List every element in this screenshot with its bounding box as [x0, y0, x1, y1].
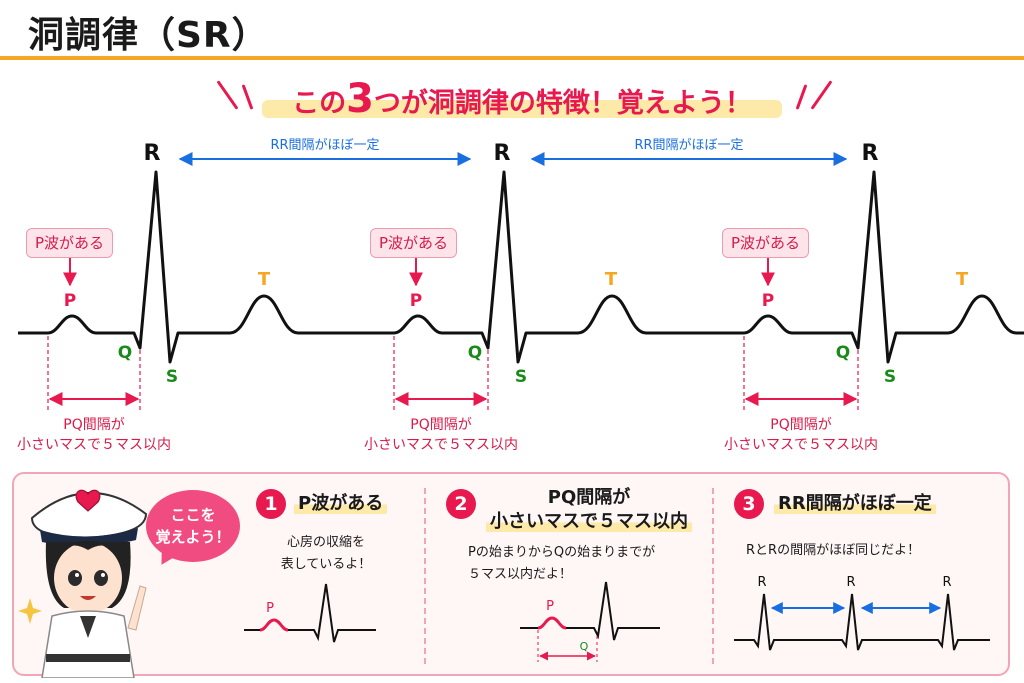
pq-label-1: PQ間隔が小さいマスで５マス以内: [17, 417, 171, 453]
r-label-3: R: [862, 141, 879, 166]
feature-1-number: 1: [256, 489, 286, 519]
burst-line-right-2: [810, 80, 833, 110]
p-label-2: P: [410, 291, 422, 311]
pq-label-3: PQ間隔が小さいマスで５マス以内: [724, 417, 878, 453]
burst-line-left-2: [241, 84, 254, 110]
burst-line-left-1: [216, 80, 239, 110]
svg-text:R: R: [942, 575, 951, 590]
q-label-3: Q: [836, 343, 850, 363]
rr-label-2: RR間隔がほぼ一定: [634, 138, 743, 153]
nurse-character-illustration: [18, 489, 148, 678]
feature-2-ecg: P Q: [520, 581, 660, 662]
r-label-2: R: [494, 141, 511, 166]
headline-pre: この: [292, 88, 347, 119]
section-divider-1: [424, 488, 426, 664]
s-label-3: S: [884, 367, 896, 387]
t-label-2: T: [605, 269, 618, 290]
r-label-1: R: [144, 141, 161, 166]
burst-line-right-1: [795, 84, 808, 110]
pq-label-2: PQ間隔が小さいマスで５マス以内: [364, 417, 518, 453]
feature-3-description: RとRの間隔がほぼ同じだよ！: [746, 543, 921, 558]
feature-2-title: PQ間隔が 小さいマスで５マス以内: [486, 486, 692, 534]
q-label-1: Q: [118, 343, 132, 363]
ecg-main-diagram: RR間隔がほぼ一定 RR間隔がほぼ一定 R R R T T T P P P Q …: [18, 138, 1024, 410]
sparkle-icon: [18, 598, 42, 624]
headline-post: つが洞調律の特徴！覚えよう！: [373, 88, 752, 119]
headline: この3つが洞調律の特徴！覚えよう！: [262, 76, 782, 122]
feature-3-title: RR間隔がほぼ一定: [774, 492, 936, 516]
feature-1-description: 心房の収縮を表しているよ！: [280, 535, 372, 572]
t-label-1: T: [258, 269, 271, 290]
t-label-3: T: [956, 269, 969, 290]
svg-text:R: R: [846, 575, 855, 590]
p-wave-box-3: P波がある: [722, 228, 810, 258]
s-label-1: S: [166, 367, 178, 387]
p-wave-box-1: P波がある: [26, 228, 114, 258]
svg-text:R: R: [757, 575, 766, 590]
feature-2-number: 2: [446, 489, 476, 519]
feature-3-ecg: R R R: [734, 575, 990, 651]
q-label-2: Q: [468, 343, 482, 363]
p-label-3: P: [762, 291, 774, 311]
rr-label-1: RR間隔がほぼ一定: [270, 138, 379, 153]
section-divider-2: [712, 488, 714, 664]
ecg-trace: [18, 170, 1024, 364]
feature-1-ecg: P: [244, 583, 376, 643]
feature-1-title: P波がある: [294, 492, 388, 516]
heart-icon: [75, 489, 101, 512]
headline-number: 3: [346, 76, 374, 122]
page-title: 洞調律（SR）: [28, 15, 269, 56]
p-label-1: P: [64, 291, 76, 311]
svg-text:P: P: [546, 599, 554, 614]
s-label-2: S: [515, 367, 527, 387]
p-wave-box-2: P波がある: [370, 228, 458, 258]
headline-highlight: [262, 100, 782, 118]
title-underline: [0, 56, 1024, 60]
svg-text:P: P: [266, 601, 274, 616]
feature-3-number: 3: [734, 489, 764, 519]
speech-bubble: ここを 覚えよう！: [146, 490, 240, 562]
svg-text:Q: Q: [580, 640, 589, 653]
